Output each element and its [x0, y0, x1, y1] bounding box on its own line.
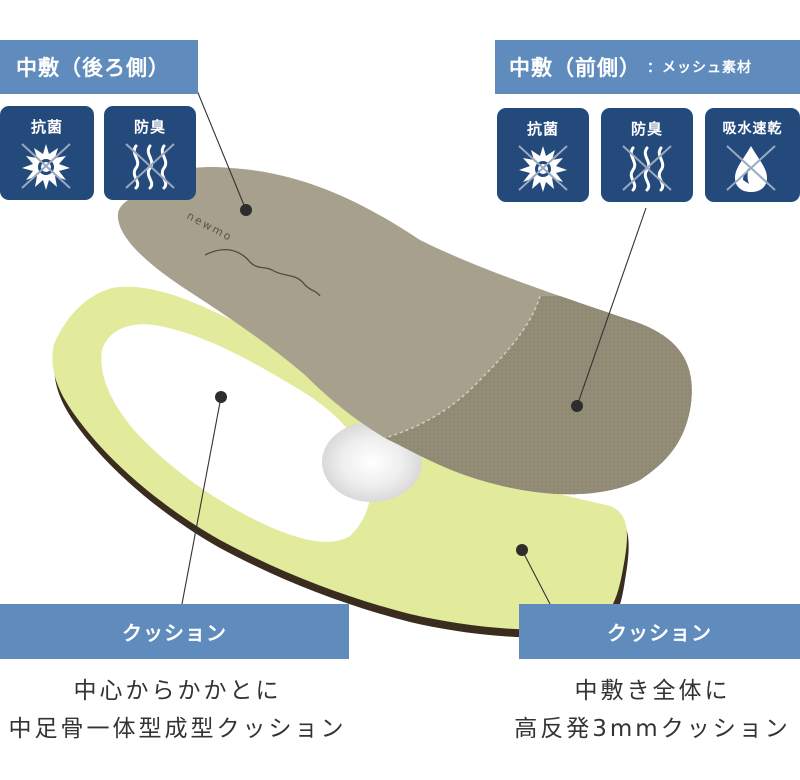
- tile-title: 抗菌: [526, 120, 559, 138]
- tile-title: 防臭: [630, 120, 663, 138]
- rear-insole-title: 中敷（後ろ側）: [16, 56, 170, 80]
- front-quick-dry-tile: 吸水速乾: [705, 108, 800, 202]
- rear-antibacterial-tile: 抗菌: [0, 106, 94, 200]
- deodorant-icon: [622, 145, 672, 192]
- cushion-layer: [52, 286, 629, 638]
- heel-cushion-caption: 中心からかかとに 中足骨一体型成型クッション: [0, 672, 355, 748]
- deodorant-icon: [125, 143, 175, 190]
- front-insole-label: 中敷（前側） ：メッシュ素材: [495, 40, 800, 94]
- pointer-dot-rear: [240, 204, 252, 216]
- front-insole-title: 中敷（前側）: [509, 56, 641, 80]
- leader-lines: [181, 87, 647, 605]
- rear-insole-label: 中敷（後ろ側）: [0, 40, 198, 94]
- tile-title: 抗菌: [30, 118, 63, 136]
- front-insole-subtitle: ：メッシュ素材: [647, 60, 752, 76]
- pointer-dot-full-cushion: [516, 544, 528, 556]
- quick-dry-icon: [726, 145, 776, 192]
- insole-logo-mark: [204, 249, 321, 297]
- caption-line: 中敷き全体に: [574, 678, 731, 704]
- heel-cushion-title: クッション: [122, 621, 227, 645]
- full-cushion-caption: 中敷き全体に 高反発3mmクッション: [505, 672, 800, 748]
- insole-top-layer: [117, 167, 692, 495]
- tile-title: 防臭: [133, 118, 166, 136]
- pointer-dot-front: [571, 400, 583, 412]
- front-antibacterial-tile: 抗菌: [497, 108, 589, 202]
- caption-line: 中心からかかとに: [73, 678, 282, 704]
- heel-cushion-label: クッション: [0, 604, 349, 659]
- full-cushion-label: クッション: [519, 604, 800, 659]
- full-cushion-title: クッション: [607, 621, 712, 645]
- antibacterial-icon: [518, 145, 568, 192]
- rear-deodorant-tile: 防臭: [104, 106, 196, 200]
- caption-line: 高反発3mmクッション: [514, 716, 791, 742]
- tile-title: 吸水速乾: [722, 121, 783, 137]
- caption-line: 中足骨一体型成型クッション: [8, 716, 347, 742]
- pointer-dot-heel-cushion: [215, 391, 227, 403]
- antibacterial-icon: [21, 143, 71, 190]
- front-deodorant-tile: 防臭: [601, 108, 693, 202]
